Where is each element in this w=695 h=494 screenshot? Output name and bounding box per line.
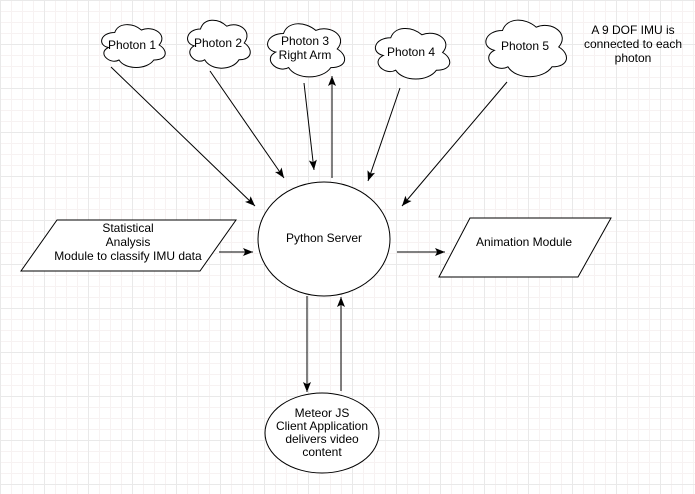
cloud-photon-3-label: Photon 3 Right Arm xyxy=(278,34,332,62)
cloud-photon-4-label: Photon 4 xyxy=(386,45,436,59)
cloud-photon-5-label: Photon 5 xyxy=(500,39,550,53)
meteor-client-shape xyxy=(264,392,380,474)
cloud-photon-1-shape xyxy=(102,25,166,68)
arrow-photon4-to-server xyxy=(367,87,401,182)
cloud-photon-2-label: Photon 2 xyxy=(193,36,243,50)
python-server-label: Python Server xyxy=(285,231,363,245)
cloud-photon-1-label: Photon 1 xyxy=(107,38,157,52)
python-server-shape xyxy=(257,181,391,297)
statistical-module-label: Statistical Analysis Module to classify … xyxy=(54,221,202,263)
arrow-photon1-to-server xyxy=(110,66,256,207)
arrow-photon5-to-server xyxy=(401,81,508,207)
cloud-photon-4-shape xyxy=(375,28,449,79)
arrow-photon2-to-server xyxy=(209,70,285,179)
animation-module-shape xyxy=(438,217,612,278)
statistical-module-shape xyxy=(20,219,237,272)
meteor-client-label: Meteor JS Client Application delivers vi… xyxy=(275,406,369,459)
imu-annotation: A 9 DOF IMU is connected to each photon xyxy=(583,23,683,65)
arrow-photon3-to-server xyxy=(303,82,317,171)
cloud-photon-3-shape xyxy=(268,24,345,77)
cloud-photon-2-shape xyxy=(188,20,251,68)
cloud-photon-5-shape xyxy=(486,20,567,77)
animation-module-label: Animation Module xyxy=(475,235,573,249)
